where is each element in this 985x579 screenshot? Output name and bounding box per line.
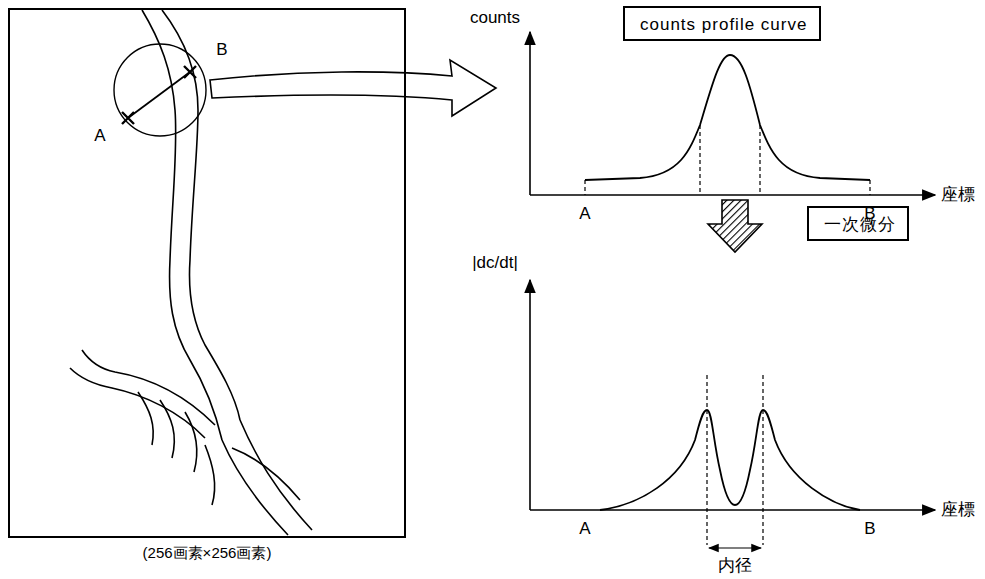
- point-label: A: [94, 127, 105, 146]
- vessel-branch: [160, 400, 174, 458]
- point-label: B: [864, 520, 875, 539]
- title-box: counts profile curve: [623, 6, 821, 41]
- profile-curve: [585, 55, 870, 180]
- vessel-branch: [82, 350, 215, 425]
- dashed-line: [762, 375, 763, 545]
- process-box: 一次微分: [807, 206, 909, 241]
- image-frame: (256画素×256画素): [8, 8, 406, 538]
- box-text: 一次微分: [824, 215, 892, 235]
- hollow-arrow: [210, 60, 496, 116]
- axis-label: counts: [470, 9, 520, 28]
- x-axis: [530, 509, 935, 511]
- vessel-wall: [142, 10, 222, 440]
- vessel-branch: [138, 392, 153, 445]
- hatched-arrow: [708, 200, 762, 252]
- point-label: A: [579, 520, 590, 539]
- profile-line: [128, 72, 190, 118]
- roi-circle: [114, 44, 206, 136]
- dimension-arrow: [709, 547, 761, 548]
- dashed-line: [584, 180, 585, 195]
- vessel-branch: [205, 445, 215, 505]
- axis-label: 座標: [941, 186, 975, 205]
- y-axis: [529, 280, 531, 510]
- y-axis: [529, 32, 531, 195]
- image-caption: (256画素×256画素): [143, 544, 272, 563]
- vessel-branch: [70, 368, 205, 438]
- axis-label: |dc/dt|: [472, 254, 518, 273]
- point-label: B: [864, 205, 875, 224]
- dashed-guides: [585, 125, 870, 195]
- cross-mark: [122, 112, 134, 124]
- point-label: B: [216, 41, 227, 60]
- dashed-line: [759, 125, 760, 195]
- dashed-line: [706, 375, 707, 545]
- point-label: A: [579, 205, 590, 224]
- dashed-guides: [707, 375, 763, 545]
- vessel-wall: [162, 10, 240, 420]
- dashed-line: [869, 180, 870, 195]
- vessel-branch: [185, 412, 197, 472]
- vessel-branch: [232, 448, 300, 500]
- axis-label: 座標: [941, 501, 975, 520]
- box-text: counts profile curve: [640, 15, 804, 35]
- x-axis: [530, 194, 935, 196]
- cross-mark: [184, 66, 196, 78]
- dimension-label: 内径: [718, 557, 752, 576]
- dashed-line: [699, 125, 700, 195]
- derivative-curve: [600, 410, 860, 510]
